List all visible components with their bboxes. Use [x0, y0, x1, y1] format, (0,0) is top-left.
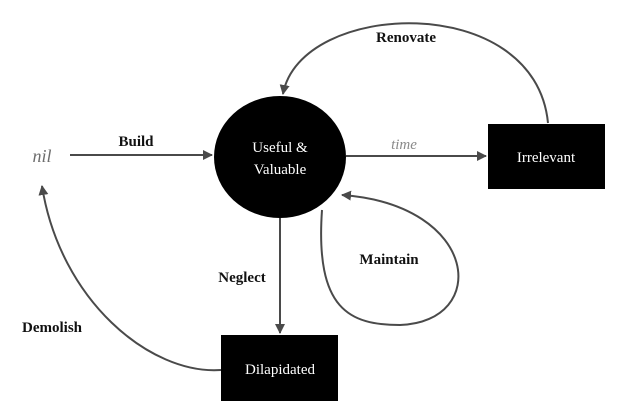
time-label: time — [391, 137, 417, 153]
maintain-loop-arrow — [320, 190, 460, 327]
nil-node: nil — [32, 146, 51, 166]
build-label: Build — [118, 134, 154, 150]
dilapidated-box — [221, 335, 338, 401]
dilapidated-node: Dilapidated — [221, 335, 338, 401]
demolish-label: Demolish — [22, 320, 83, 336]
neglect-label: Neglect — [218, 270, 265, 286]
useful-valuable-line2: Valuable — [254, 162, 307, 178]
useful-valuable-node: Useful & Valuable — [214, 96, 346, 218]
irrelevant-box — [488, 124, 605, 189]
renovate-label: Renovate — [376, 30, 436, 46]
maintain-label: Maintain — [359, 252, 419, 268]
dilapidated-label: Dilapidated — [245, 362, 315, 378]
useful-valuable-line1: Useful & — [252, 140, 308, 156]
irrelevant-label: Irrelevant — [517, 150, 576, 166]
irrelevant-node: Irrelevant — [488, 124, 605, 189]
useful-valuable-circle — [214, 96, 346, 218]
demolish-arrow — [38, 185, 222, 372]
renovate-arrow — [279, 22, 549, 124]
